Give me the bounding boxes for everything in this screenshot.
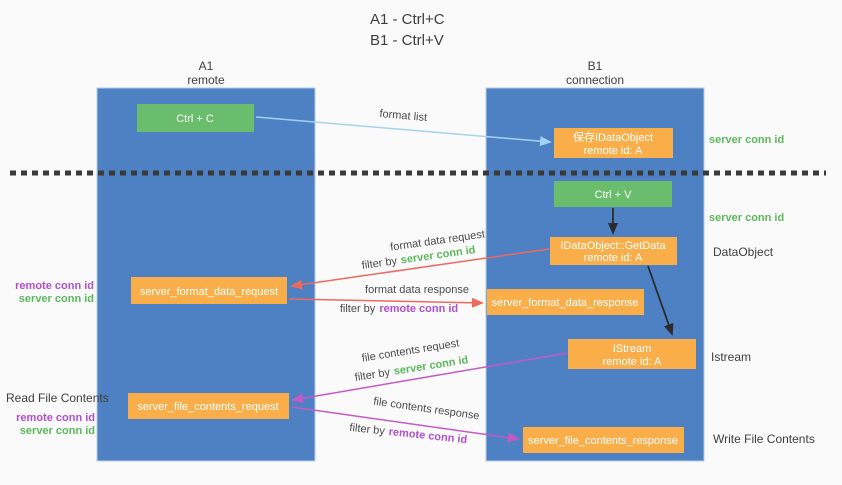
file-contents-request-arrow [291, 352, 568, 404]
dataobject-label: DataObject [713, 245, 774, 259]
server-file-contents-request-box [128, 393, 289, 419]
server-file-contents-request-label: server_file_contents_request [137, 401, 278, 413]
read-file-contents-label: Read File Contents [6, 391, 109, 405]
title-line-1: A1 - Ctrl+C [370, 11, 445, 28]
istream-box [568, 339, 696, 369]
ctrl-c-box [137, 104, 254, 132]
istream-side-label: Istream [711, 350, 751, 364]
left-server-conn-id-top: server conn id [19, 293, 94, 305]
istream-box-remote-id: remote id: A [603, 356, 662, 368]
filter-by-text-3: filter by [354, 366, 391, 383]
remote-conn-id-filter-2: remote conn id [388, 426, 468, 446]
getdata-to-istream-arrow [647, 265, 674, 336]
server-format-data-response-label: server_format_data_response [492, 297, 639, 309]
write-file-contents-label: Write File Contents [713, 432, 815, 446]
filter-by-text-1: filter by [361, 255, 398, 272]
right-server-conn-id-mid: server conn id [709, 212, 784, 224]
file-contents-response-arrow [291, 406, 520, 443]
right-server-conn-id-top: server conn id [709, 134, 784, 146]
format-list-edge-label: format list [379, 108, 428, 124]
ctrl-v-box [554, 181, 672, 207]
title-line-2: B1 - Ctrl+V [370, 32, 444, 49]
server-file-contents-response-label: server_file_contents_response [528, 435, 678, 447]
istream-box-label: IStream [613, 343, 652, 355]
format-data-response-arrow [288, 297, 484, 308]
format-data-response-edge-label: format data response [365, 284, 469, 296]
save-idataobject-remote-id: remote id: A [584, 145, 643, 157]
idataobject-getdata-remote-id: remote id: A [584, 252, 643, 264]
column-b1-subtitle: connection [566, 73, 624, 87]
left-server-conn-id-bottom: server conn id [20, 425, 95, 437]
idataobject-getdata-label: IDataObject::GetData [560, 240, 666, 252]
save-idataobject-label: 保存IDataObject [573, 130, 653, 144]
idataobject-getdata-box [550, 237, 677, 265]
left-remote-conn-id-bottom: remote conn id [16, 412, 95, 424]
column-a1-name: A1 [199, 59, 214, 73]
filter-by-text-2: filter by [340, 303, 376, 315]
remote-conn-id-filter-1: remote conn id [379, 303, 458, 315]
column-a1-subtitle: remote [187, 73, 225, 87]
column-b1-name: B1 [588, 59, 603, 73]
server-format-data-request-label: server_format_data_request [140, 286, 278, 298]
format-list-arrow [255, 116, 552, 147]
format-data-request-arrow [290, 248, 550, 290]
filter-by-text-4: filter by [349, 422, 386, 438]
ctrl-v-label: Ctrl + V [595, 189, 633, 201]
save-idataobject-box [554, 128, 673, 158]
server-file-contents-response-box [523, 427, 684, 453]
server-format-data-request-box [131, 277, 287, 304]
file-contents-response-edge-label: file contents response [373, 396, 481, 423]
server-format-data-response-box [487, 289, 644, 315]
ctrl-c-label: Ctrl + C [176, 113, 214, 125]
left-remote-conn-id-top: remote conn id [15, 280, 94, 292]
